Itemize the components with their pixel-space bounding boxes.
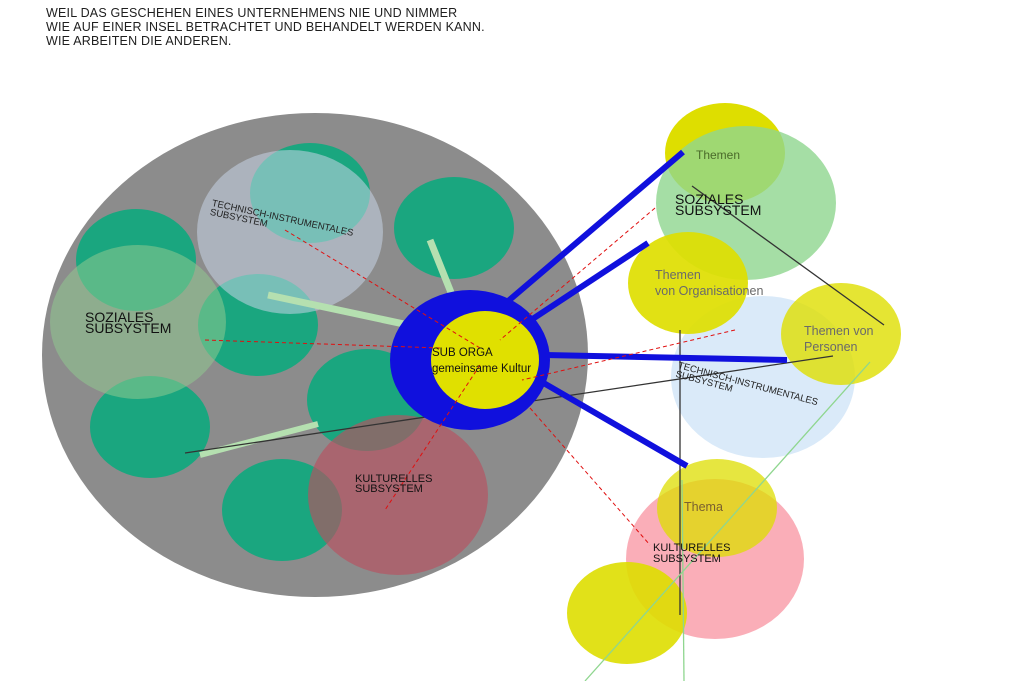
label-themen-personen-line-1: Themen von (804, 324, 874, 338)
label-kulturelles-left-line-2: SUBSYSTEM (355, 483, 423, 495)
blue-spoke (498, 149, 685, 311)
bottom-yellow-ellipse (567, 562, 687, 664)
technisch-ellipse-left (197, 150, 383, 314)
header-line-3: WIE ARBEITEN DIE ANDEREN. (46, 34, 232, 48)
teal-blob (90, 376, 210, 478)
label-themen-org-line-1: Themen (655, 268, 701, 282)
label-themen-personen-line-2: Personen (804, 340, 858, 354)
header-text: WEIL DAS GESCHEHEN EINES UNTERNEHMENS NI… (46, 6, 485, 48)
blue-spoke (544, 352, 788, 363)
label-soziales-left: SOZIALES SUBSYSTEM (85, 309, 171, 336)
label-themen-org: Themen von Organisationen (655, 268, 763, 298)
label-kulturelles-right-line-1: KULTURELLES (653, 542, 730, 554)
hub-core (431, 311, 539, 409)
label-kulturelles-left-line-1: KULTURELLES (355, 473, 432, 485)
label-soziales-left-line-2: SUBSYSTEM (85, 320, 171, 336)
label-themen-org-line-2: von Organisationen (655, 284, 763, 298)
label-kulturelles-left: KULTURELLES SUBSYSTEM (355, 473, 432, 495)
label-kulturelles-right: KULTURELLES SUBSYSTEM (653, 542, 730, 565)
connector-line (584, 361, 871, 681)
label-kulturelles-right-line-2: SUBSYSTEM (653, 553, 721, 565)
label-soziales-right-line-1: SOZIALES (675, 191, 743, 207)
blue-spoke (526, 240, 650, 325)
label-center-line-2: gemeinsame Kultur (432, 363, 531, 375)
label-themen-personen: Themen von Personen (804, 324, 874, 354)
red-dashed-lines (204, 207, 736, 546)
connector-line (691, 185, 885, 326)
label-center-line-1: SUB ORGA (432, 347, 493, 359)
thema-ellipse (657, 459, 777, 557)
connector-line (681, 479, 685, 681)
blue-spoke (533, 375, 689, 469)
label-thema: Thema (684, 500, 723, 514)
kulturelles-ellipse-left (308, 415, 488, 575)
header-line-2: WIE AUF EINER INSEL BETRACHTET UND BEHAN… (46, 20, 485, 34)
label-soziales-left-line-1: SOZIALES (85, 309, 153, 325)
soziales-ellipse-left (50, 245, 226, 399)
teal-blob (394, 177, 514, 279)
label-soziales-right-line-2: SUBSYSTEM (675, 202, 761, 218)
label-themen: Themen (696, 148, 740, 162)
label-center: SUB ORGA gemeinsame Kultur (432, 347, 531, 375)
themen-org-ellipse (628, 232, 748, 334)
green-connector (199, 421, 319, 458)
header-line-1: WEIL DAS GESCHEHEN EINES UNTERNEHMENS NI… (46, 6, 458, 20)
label-soziales-right: SOZIALES SUBSYSTEM (675, 191, 761, 218)
